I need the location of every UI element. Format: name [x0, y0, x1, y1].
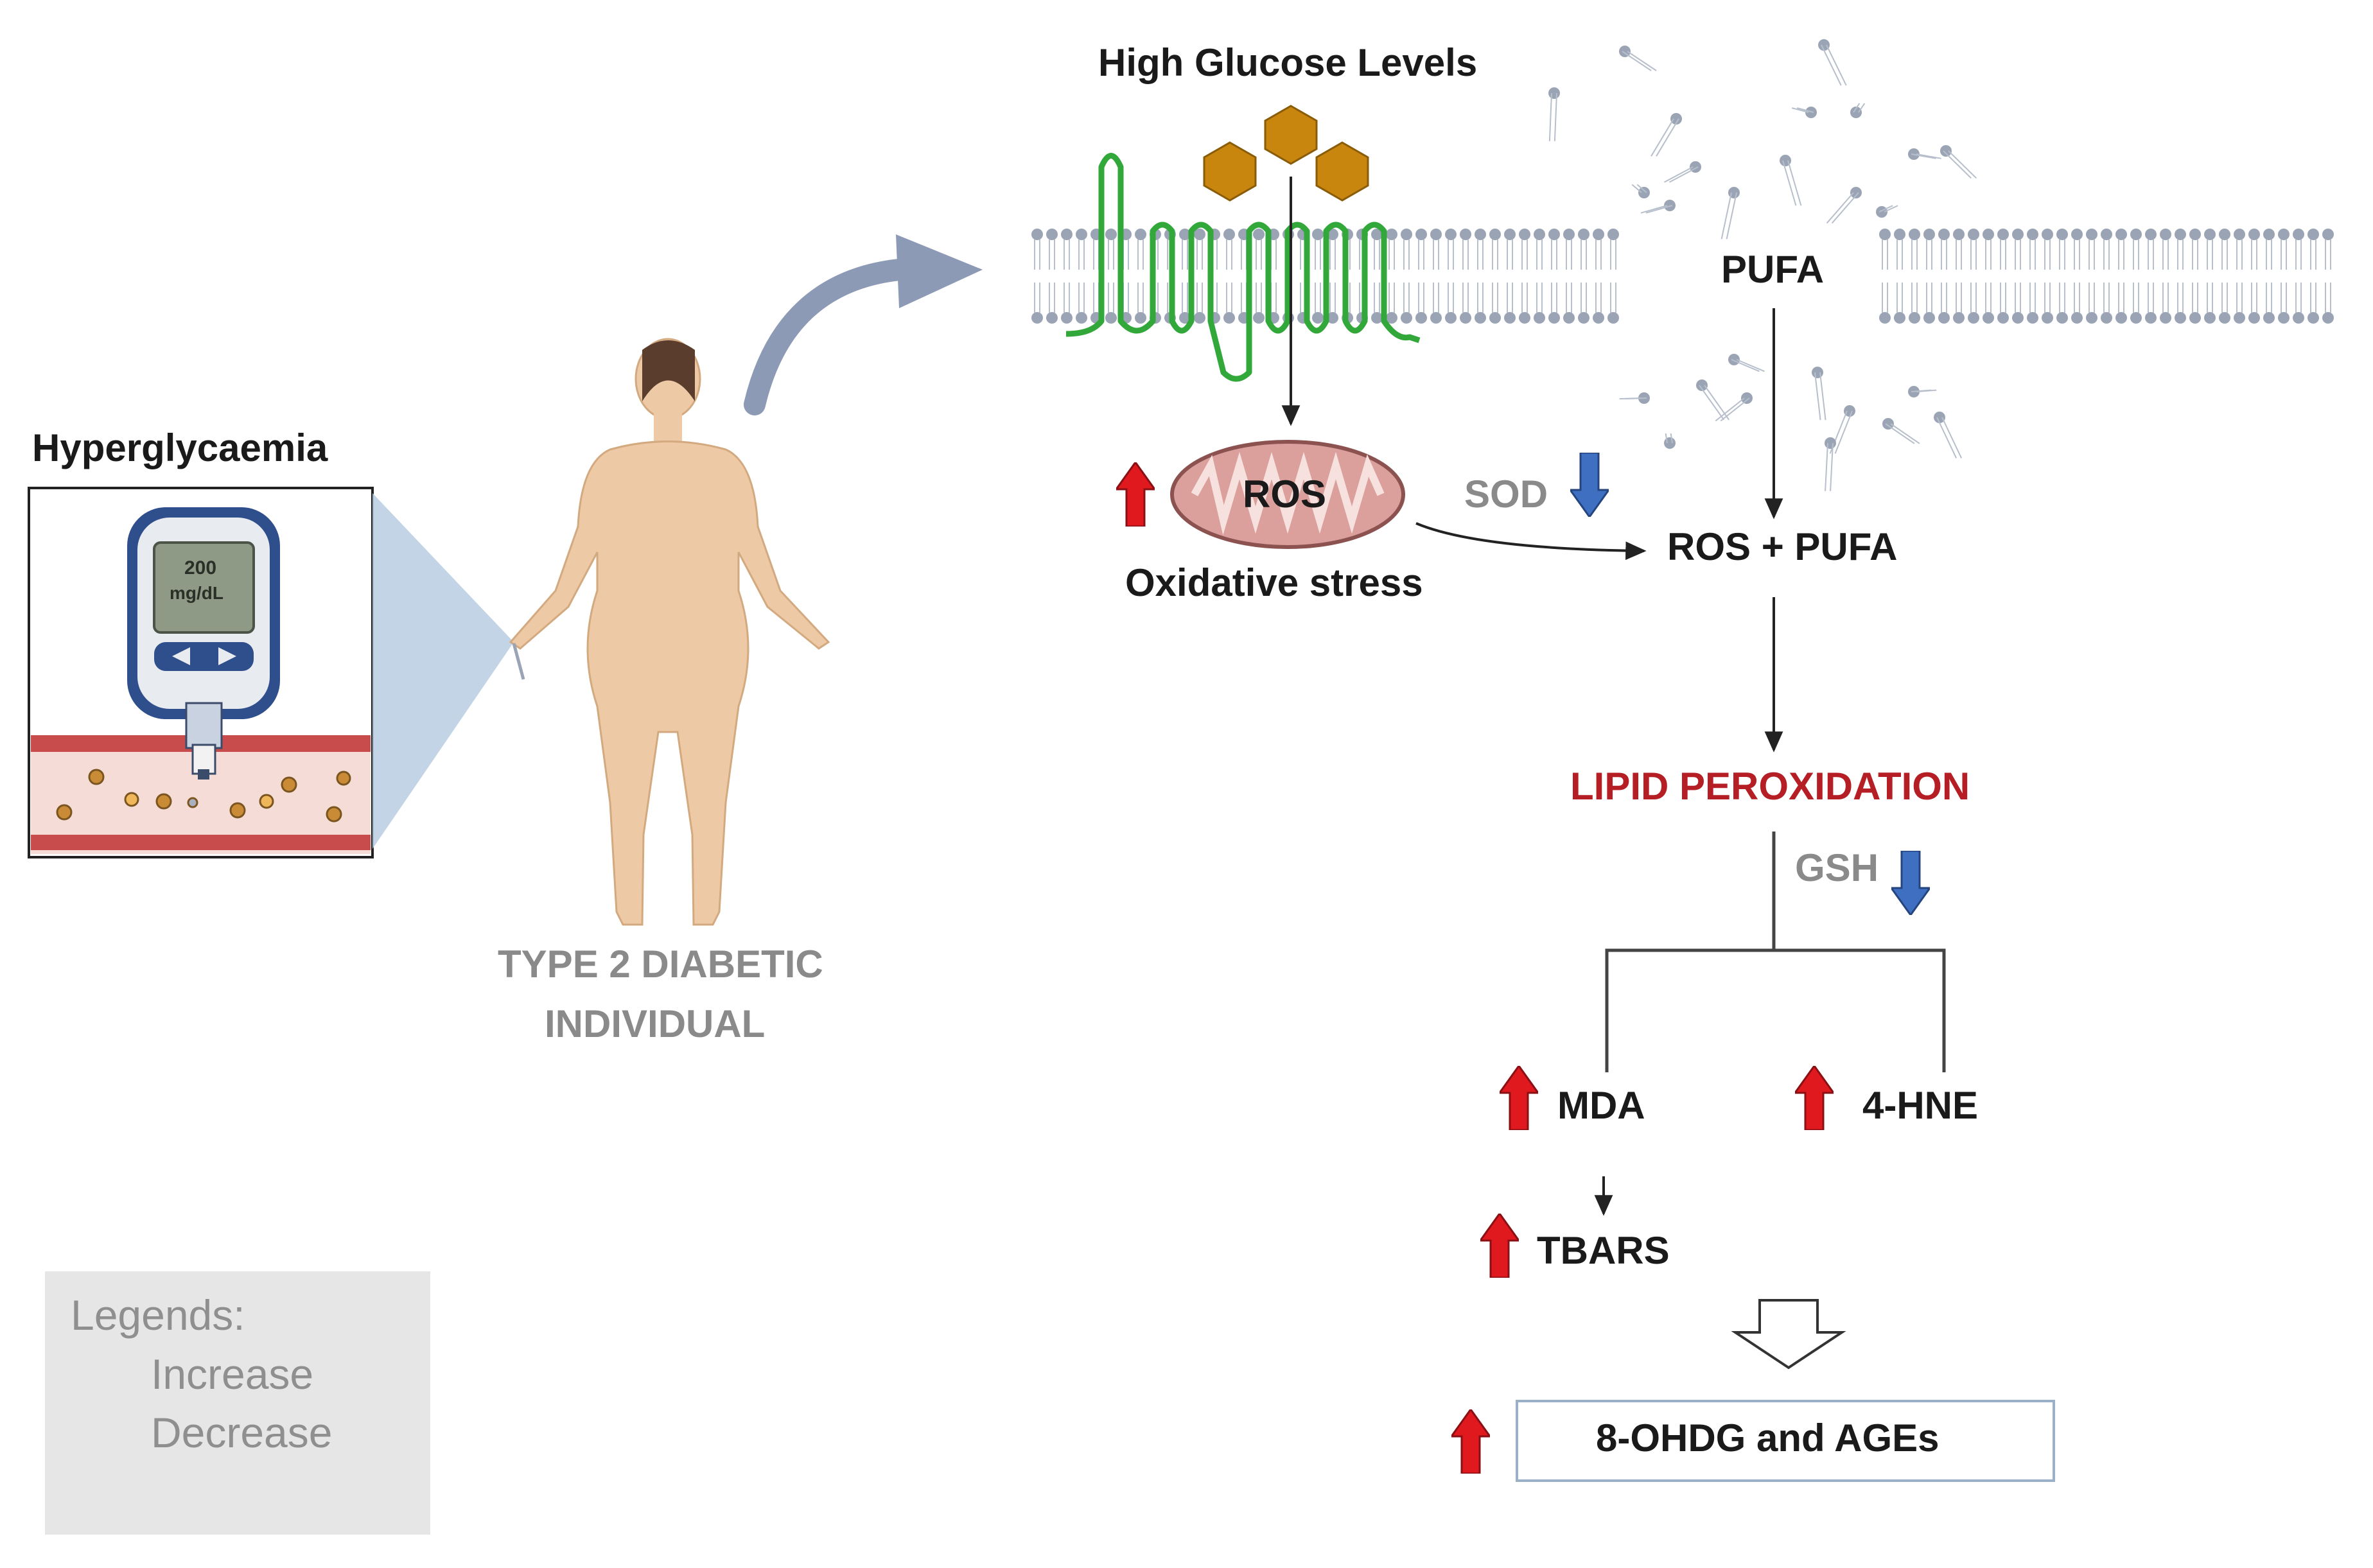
glucose-meter-panel: [28, 487, 514, 858]
ohdg-ages-box: [1516, 1400, 2055, 1482]
hollow-down-arrow: [1731, 1299, 1846, 1370]
mda-label: MDA: [1557, 1084, 1645, 1127]
high-glucose-label: High Glucose Levels: [1098, 41, 1478, 84]
ohdg-ages-label: 8-OHDG and AGEs: [1596, 1416, 1940, 1459]
hyperglycaemia-label: Hyperglycaemia: [32, 426, 328, 469]
lipid-peroxidation-label: LIPID PEROXIDATION: [1570, 765, 1970, 808]
mda-increase-icon: [1500, 1066, 1538, 1130]
blood-cells: [56, 769, 351, 823]
legend-title: Legends:: [71, 1291, 245, 1339]
human-figure: [509, 338, 830, 926]
flow-arrows: [1281, 177, 1783, 1216]
hne-increase-icon: [1795, 1066, 1834, 1130]
gsh-decrease-icon: [1891, 851, 1930, 915]
legend-increase-label: Increase: [151, 1350, 314, 1398]
transmembrane-receptor: [1065, 153, 1421, 382]
ros-increase-icon: [1116, 462, 1155, 527]
pufa-label: PUFA: [1721, 248, 1825, 291]
diabetic-label-line1: TYPE 2 DIABETIC: [498, 943, 823, 986]
glucose-meter-icon: [127, 507, 280, 780]
sod-decrease-icon: [1570, 453, 1609, 517]
curved-arrow: [744, 234, 983, 415]
ros-pufa-label: ROS + PUFA: [1667, 525, 1898, 568]
gsh-label: GSH: [1795, 846, 1879, 889]
ohdg-increase-icon: [1451, 1409, 1490, 1474]
oxidative-stress-label: Oxidative stress: [1125, 561, 1423, 604]
branch-connector: [1605, 832, 1946, 1072]
cell-membrane: [1031, 39, 2334, 491]
mitochondrion: [1170, 440, 1405, 549]
tbars-label: TBARS: [1537, 1229, 1670, 1272]
legend-decrease-label: Decrease: [151, 1409, 333, 1456]
diabetic-label-line2: INDIVIDUAL: [545, 1002, 766, 1045]
hne-label: 4-HNE: [1862, 1084, 1979, 1127]
meter-value: 200: [184, 557, 217, 579]
ros-label: ROS: [1243, 473, 1327, 516]
sod-label: SOD: [1464, 473, 1548, 516]
meter-unit: mg/dL: [170, 583, 223, 603]
tbars-increase-icon: [1480, 1214, 1519, 1278]
glucose-molecules: [1203, 105, 1369, 202]
legend-panel: [45, 1271, 430, 1535]
